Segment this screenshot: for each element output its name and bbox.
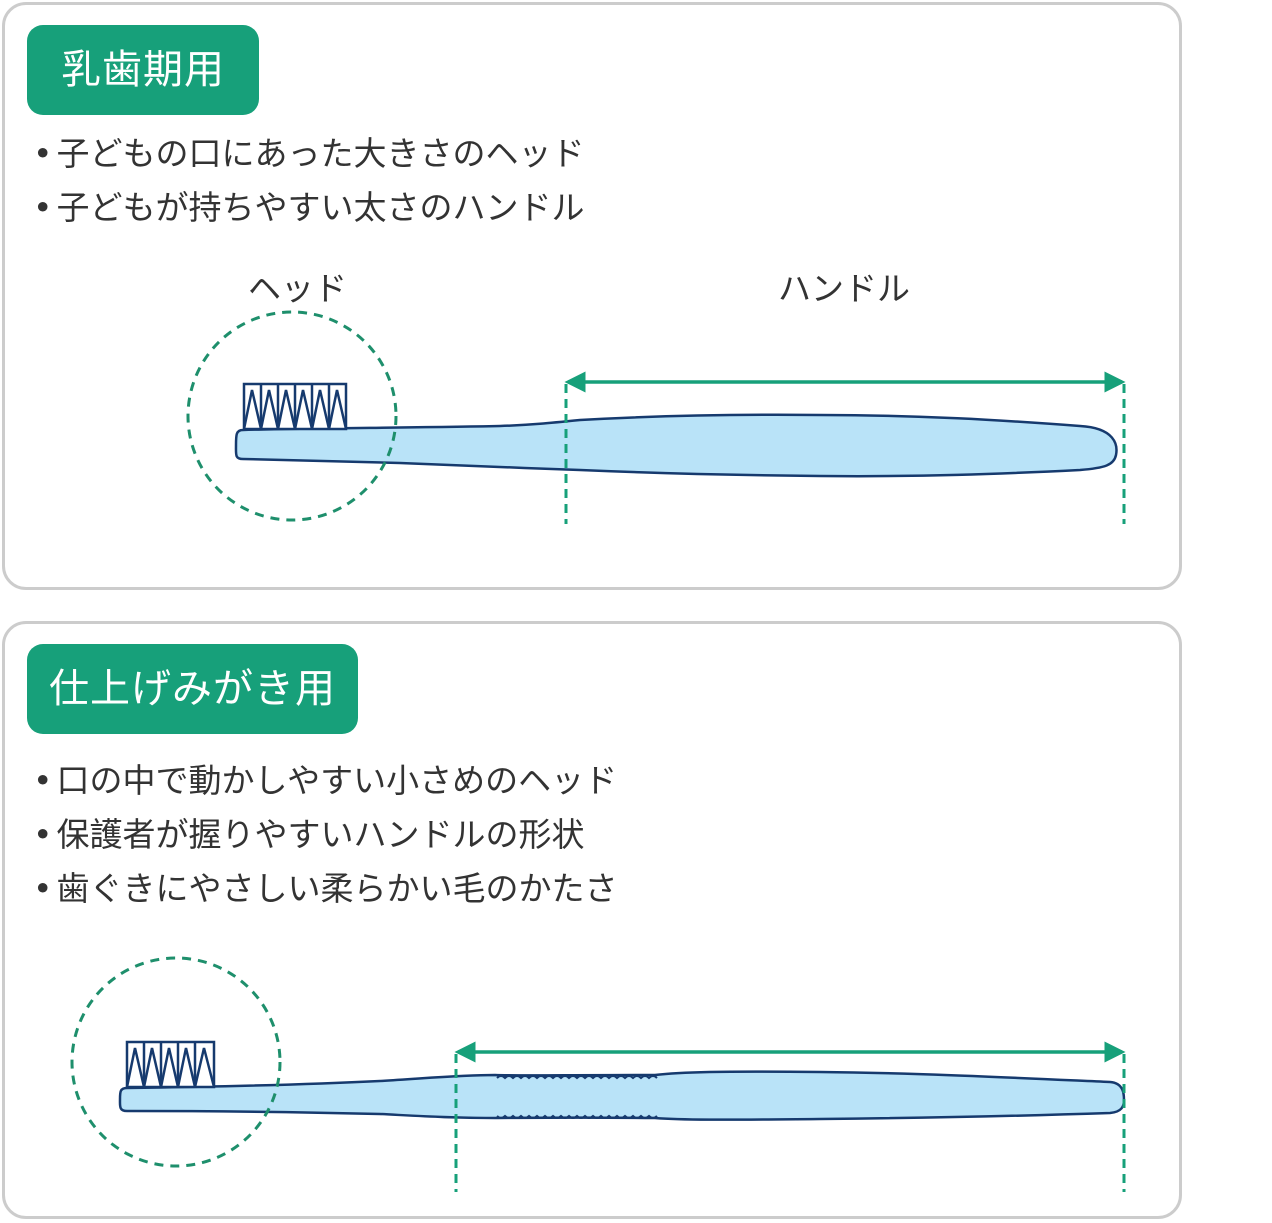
panel-title-badge: 仕上げみがき用	[27, 644, 358, 734]
feature-item: 口の中で動かしやすい小さめのヘッド	[33, 754, 617, 808]
toothbrush-diagram-1	[186, 310, 1126, 524]
head-label: ヘッド	[248, 269, 347, 308]
double-arrow-icon	[564, 371, 1126, 524]
finishing-toothbrush-panel: 仕上げみがき用 口の中で動かしやすい小さめのヘッド 保護者が握りやすいハンドルの…	[2, 621, 1182, 1219]
feature-list: 口の中で動かしやすい小さめのヘッド 保護者が握りやすいハンドルの形状 歯ぐきにや…	[33, 754, 617, 916]
double-arrow-icon	[454, 1041, 1126, 1192]
feature-item: 子どもの口にあった大きさのヘッド	[33, 127, 584, 181]
feature-item: 歯ぐきにやさしい柔らかい毛のかたさ	[33, 862, 617, 916]
panel-title-badge: 乳歯期用	[27, 25, 259, 115]
feature-item: 保護者が握りやすいハンドルの形状	[33, 808, 617, 862]
feature-list: 子どもの口にあった大きさのヘッド 子どもが持ちやすい太さのハンドル	[33, 127, 584, 235]
infant-toothbrush-panel: 乳歯期用 子どもの口にあった大きさのヘッド 子どもが持ちやすい太さのハンドル	[2, 2, 1182, 590]
handle-label: ハンドル	[778, 269, 910, 308]
toothbrush-icon	[118, 1040, 1126, 1121]
toothbrush-icon	[234, 382, 1118, 478]
dashed-circle-icon	[70, 956, 282, 1168]
dashed-circle-icon	[186, 310, 398, 522]
feature-item: 子どもが持ちやすい太さのハンドル	[33, 181, 584, 235]
